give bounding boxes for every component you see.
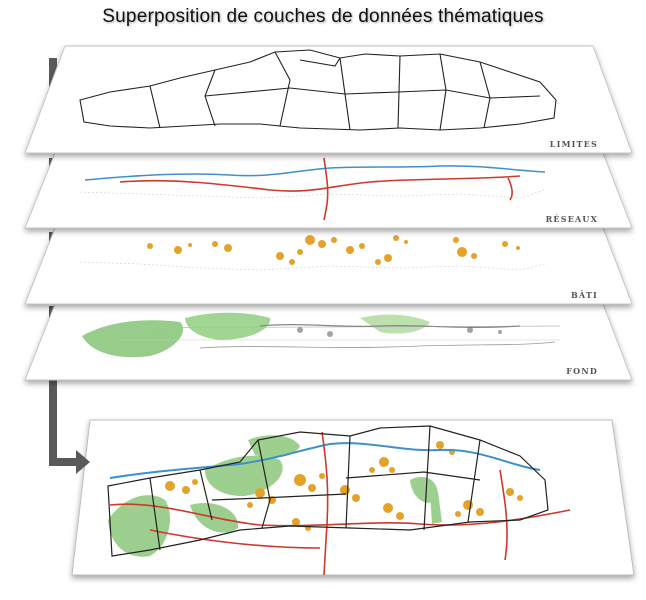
reseaux-roads bbox=[119, 157, 521, 221]
layer-reseaux: RÉSEAUX bbox=[24, 152, 633, 229]
layer-limites: LIMITES bbox=[24, 45, 633, 154]
layer-label-fond: FOND bbox=[566, 366, 598, 376]
limites-boundaries bbox=[79, 49, 557, 131]
diagram-title: Superposition de couches de données thém… bbox=[102, 6, 544, 27]
layer-label-reseaux: RÉSEAUX bbox=[546, 214, 598, 224]
reseaux-river bbox=[84, 165, 546, 181]
layer-bati: BÂTI bbox=[24, 227, 633, 305]
limites-plane-sheet bbox=[24, 45, 633, 154]
fond-map-texture bbox=[82, 312, 561, 358]
composite-plane bbox=[71, 419, 635, 576]
composite-river bbox=[109, 442, 541, 479]
arrow-head bbox=[76, 450, 90, 474]
reseaux-outline bbox=[79, 189, 546, 199]
bati-outline bbox=[79, 261, 546, 271]
layer-label-bati: BÂTI bbox=[571, 290, 598, 300]
reseaux-plane-sheet bbox=[24, 152, 633, 229]
arrow-segment-5 bbox=[49, 380, 57, 466]
composite-boundaries bbox=[107, 425, 549, 557]
layer-fond: FOND bbox=[24, 303, 633, 381]
composite-roads bbox=[109, 431, 571, 575]
arrow-horizontal bbox=[49, 458, 77, 466]
layer-label-limites: LIMITES bbox=[550, 139, 598, 149]
bati-buildings bbox=[147, 235, 520, 265]
